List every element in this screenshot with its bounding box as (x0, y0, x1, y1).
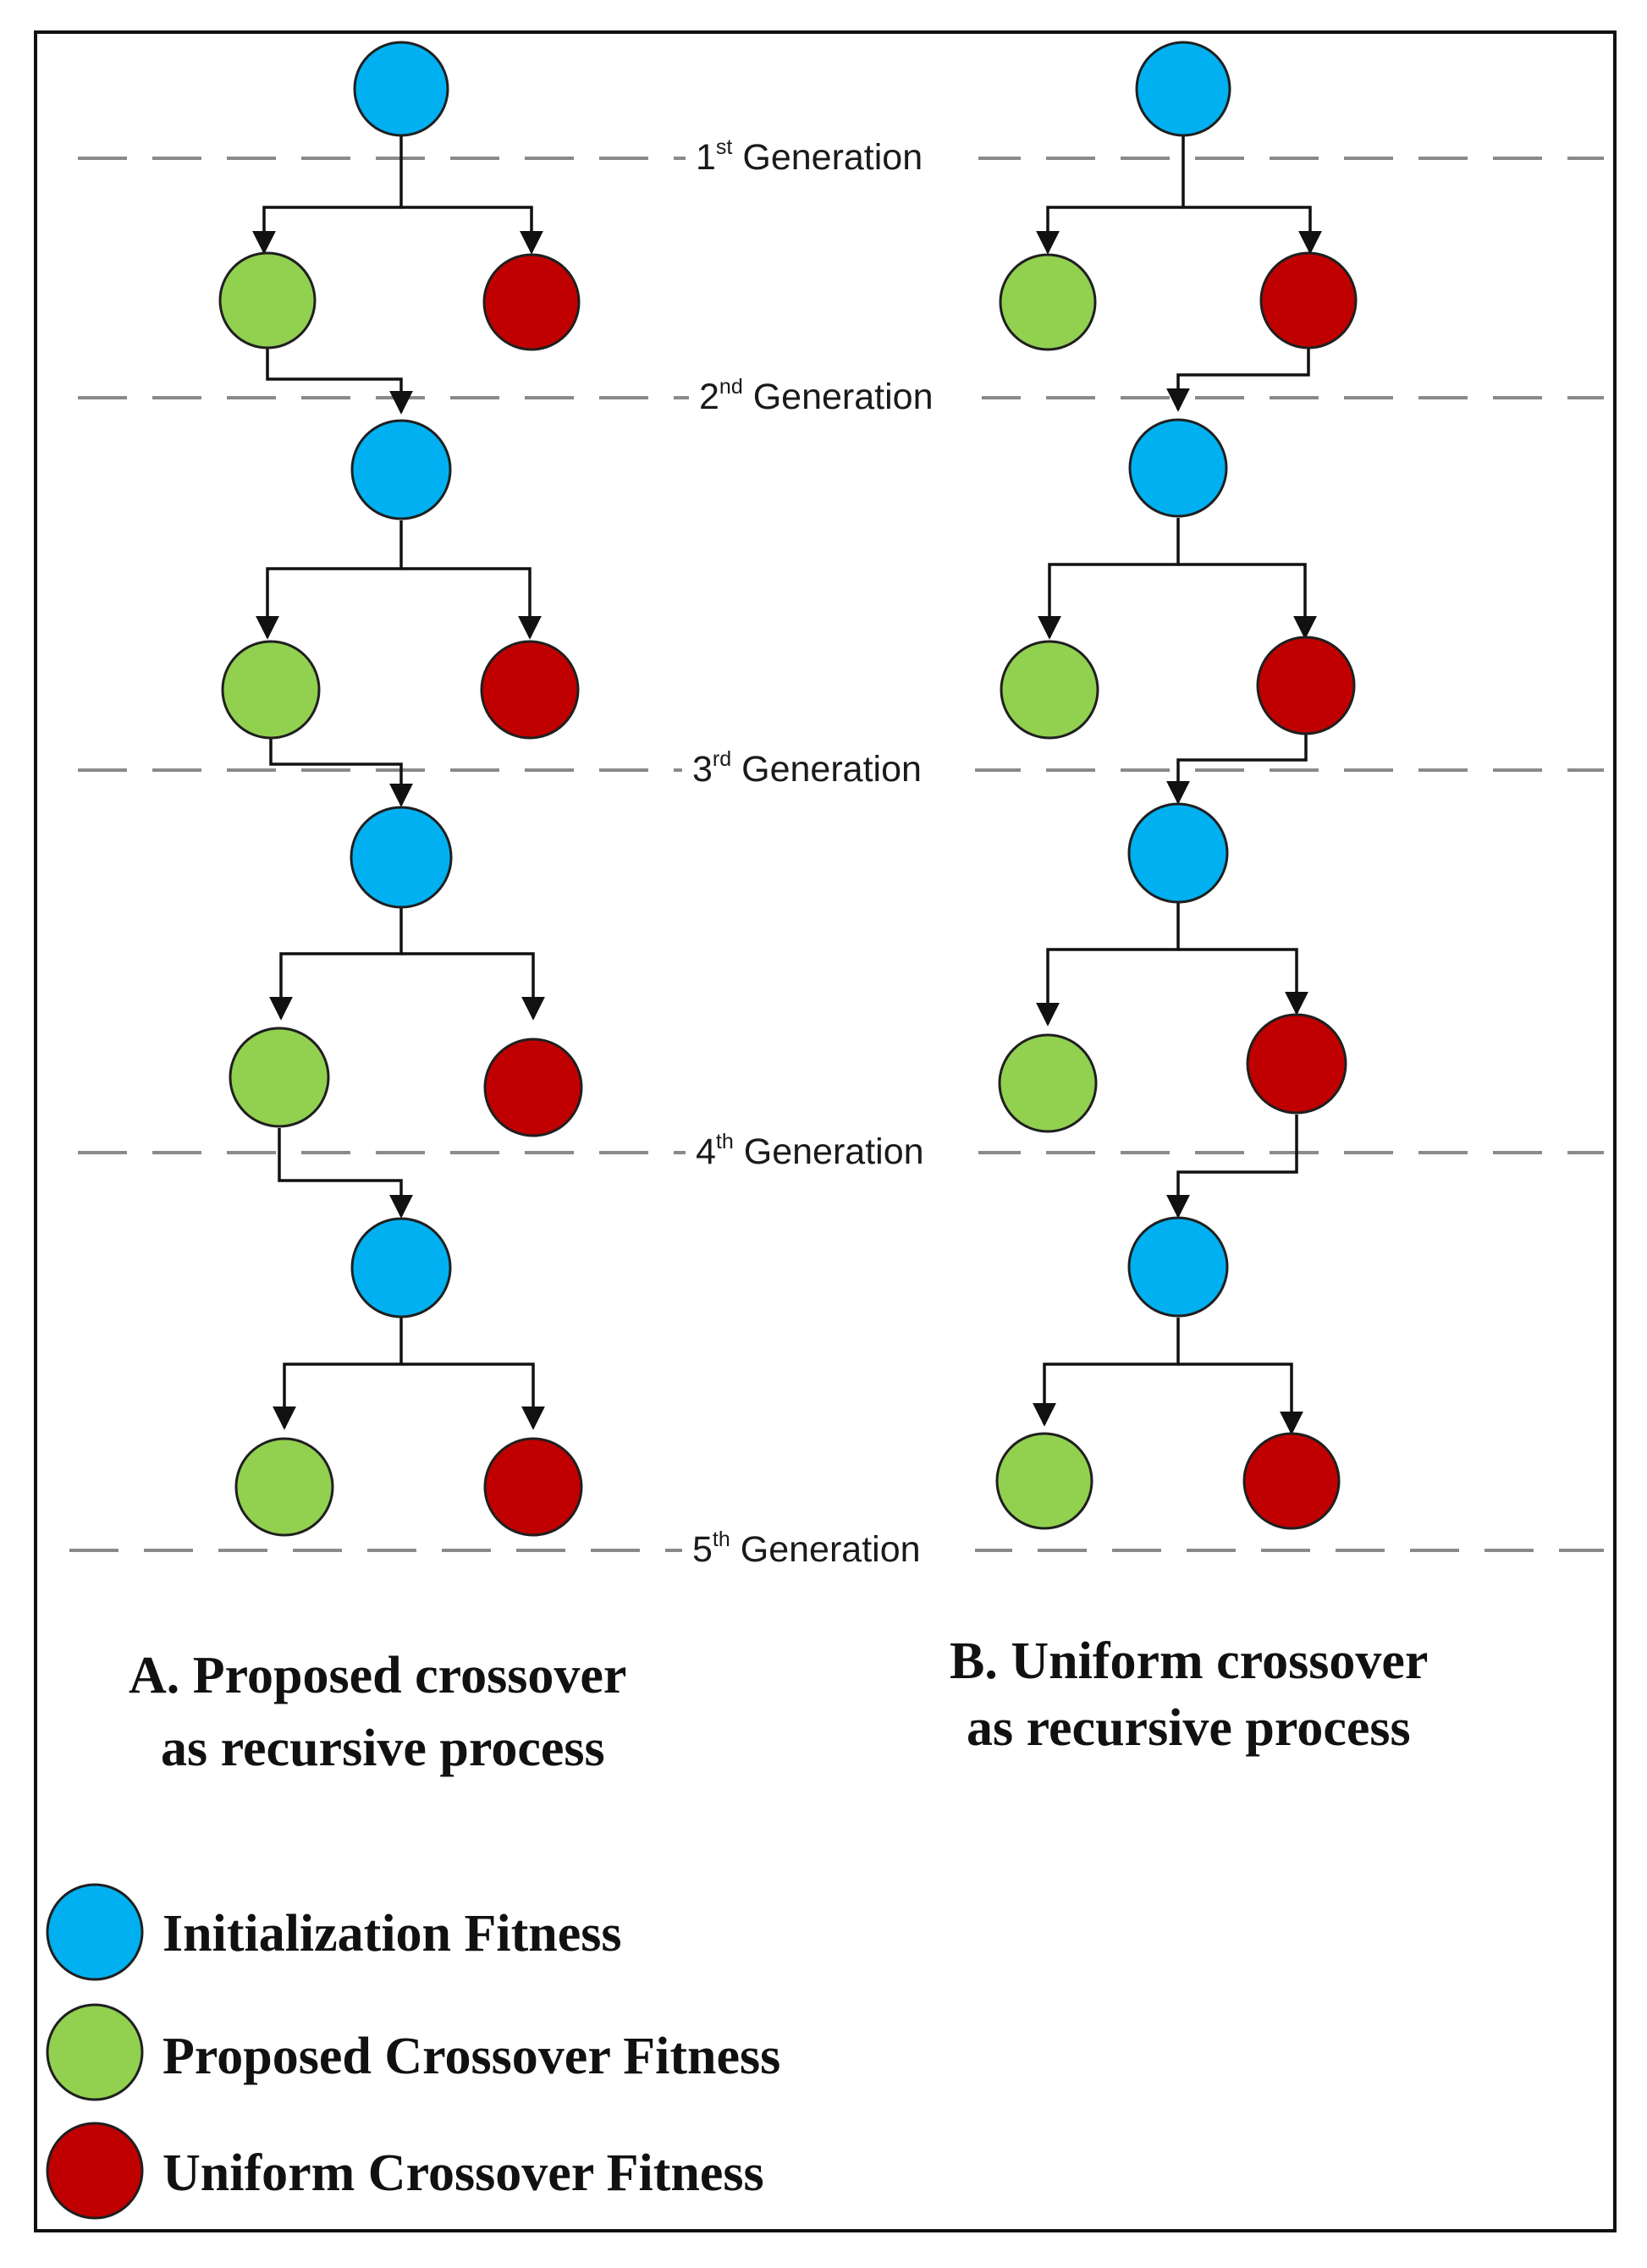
initialization-fitness-node (1127, 802, 1229, 904)
tree-b-nodes (995, 41, 1358, 1530)
uniform-crossover-fitness-node (1256, 636, 1356, 735)
proposed-crossover-fitness-node (234, 1437, 334, 1537)
proposed-crossover-fitness-node (229, 1027, 330, 1128)
initialization-fitness-node (350, 1217, 452, 1318)
initialization-fitness-node (353, 41, 449, 137)
caption-a-line1: A. Proposed crossover (129, 1647, 626, 1704)
legend: Initialization Fitness Proposed Crossove… (46, 1883, 780, 2220)
uniform-crossover-fitness-node (1259, 251, 1358, 350)
legend-label-proposed: Proposed Crossover Fitness (162, 2028, 780, 2085)
uniform-crossover-fitness-node (1242, 1432, 1341, 1530)
proposed-crossover-fitness-node (998, 1033, 1098, 1133)
initialization-fitness-node (350, 419, 452, 520)
legend-item-uniform: Uniform Crossover Fitness (46, 2122, 764, 2220)
proposed-crossover-fitness-node (1000, 640, 1099, 740)
red-circle-icon (46, 2122, 144, 2220)
initialization-fitness-node (1135, 41, 1231, 137)
caption-b-line2: as recursive process (967, 1699, 1411, 1757)
tree-b-connectors (1033, 135, 1322, 1435)
caption-b-line1: B. Uniform crossover (950, 1632, 1428, 1690)
legend-label-uniform: Uniform Crossover Fitness (162, 2144, 764, 2202)
caption-a: A. Proposed crossover as recursive proce… (129, 1647, 626, 1777)
proposed-crossover-fitness-node (999, 253, 1097, 351)
proposed-crossover-fitness-node (218, 251, 317, 350)
caption-a-line2: as recursive process (161, 1720, 605, 1777)
uniform-crossover-fitness-node (480, 640, 580, 740)
uniform-crossover-fitness-node (482, 253, 581, 351)
initialization-fitness-node (1128, 418, 1228, 518)
legend-item-proposed: Proposed Crossover Fitness (46, 2003, 780, 2101)
green-circle-icon (46, 2003, 144, 2101)
initialization-fitness-node (1127, 1216, 1229, 1318)
tree-a-nodes (218, 41, 583, 1537)
tree-a-connectors (252, 135, 545, 1430)
blue-circle-icon (46, 1883, 144, 1981)
uniform-crossover-fitness-node (483, 1038, 583, 1137)
legend-label-initialization: Initialization Fitness (162, 1905, 622, 1962)
outer-frame (34, 30, 1617, 2232)
uniform-crossover-fitness-node (483, 1437, 583, 1537)
initialization-fitness-node (350, 806, 453, 909)
proposed-crossover-fitness-node (221, 640, 321, 740)
uniform-crossover-fitness-node (1246, 1013, 1347, 1115)
proposed-crossover-fitness-node (995, 1432, 1093, 1530)
caption-b: B. Uniform crossover as recursive proces… (950, 1632, 1428, 1757)
legend-item-initialization: Initialization Fitness (46, 1883, 622, 1981)
